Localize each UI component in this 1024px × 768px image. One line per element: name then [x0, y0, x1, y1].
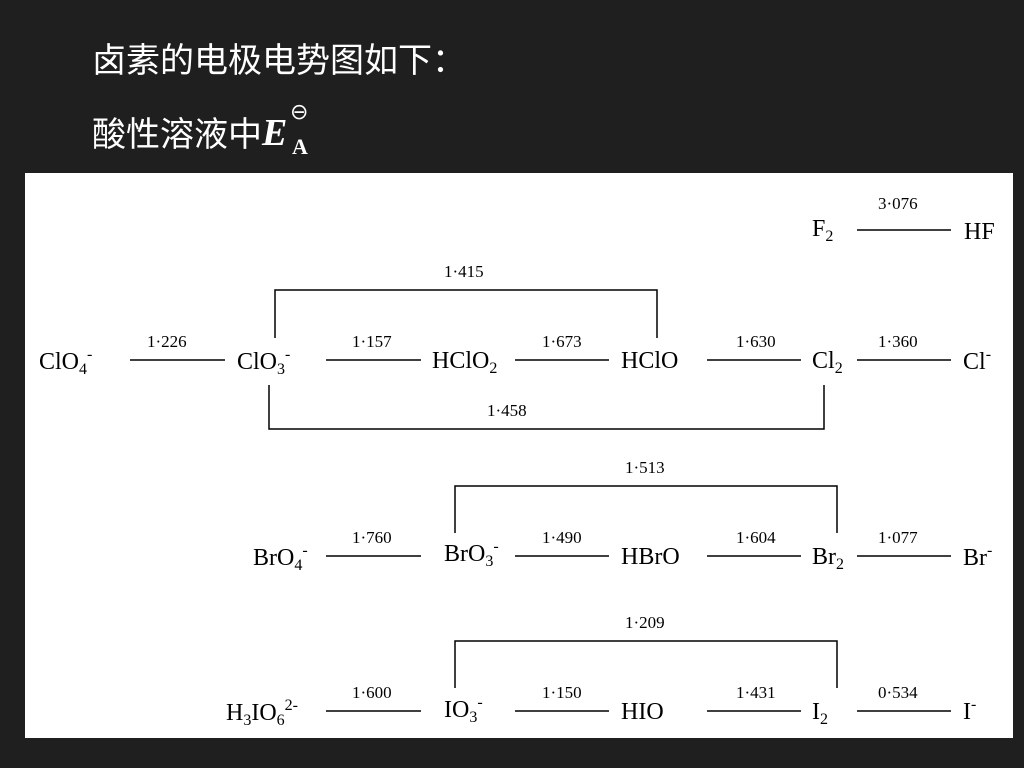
potential-hio-i2: 1·431: [736, 683, 776, 702]
species-h3io6: H3IO62-: [226, 697, 298, 729]
species-hclo2: HClO2: [432, 348, 498, 377]
species-hf: HF: [964, 219, 995, 245]
symbol-subscript-a: A: [292, 134, 308, 159]
heading-line-2-prefix: 酸性溶液中: [92, 115, 262, 155]
potential-clo3-hclo2: 1·157: [352, 332, 392, 351]
standard-potential-symbol: E⊖ A: [262, 102, 314, 158]
bracket-io3-i2: [454, 640, 838, 688]
potential-cl2-clm: 1·360: [878, 332, 918, 351]
species-hbro: HBrO: [621, 544, 680, 570]
potential-f2-hf: 3·076: [878, 194, 918, 213]
species-clo3: ClO3-: [237, 346, 291, 378]
potential-clo3-hclo-bracket: 1·415: [444, 262, 484, 281]
potential-bro3-hbro: 1·490: [542, 528, 582, 547]
potential-hclo-cl2: 1·630: [736, 332, 776, 351]
diagram-lines: [130, 229, 951, 712]
potential-hbro-br2: 1·604: [736, 528, 776, 547]
potential-io3-hio: 1·150: [542, 683, 582, 702]
species-clo4: ClO4-: [39, 346, 93, 378]
potential-clo4-clo3: 1·226: [147, 332, 187, 351]
species-i2: I2: [812, 699, 828, 728]
potential-i2-im: 0·534: [878, 683, 918, 702]
potential-bro4-bro3: 1·760: [352, 528, 392, 547]
species-cl-minus: Cl-: [963, 346, 992, 375]
species-io3: IO3-: [444, 694, 483, 726]
potential-bro3-br2-bracket: 1·513: [625, 458, 665, 477]
species-hio: HIO: [621, 699, 664, 725]
potential-clo3-cl2-bracket: 1·458: [487, 401, 527, 420]
species-br2: Br2: [812, 544, 844, 573]
bracket-bro3-br2: [454, 485, 838, 533]
species-hclo: HClO: [621, 348, 679, 374]
bracket-clo3-cl2: [268, 385, 825, 430]
species-bro4: BrO4-: [253, 542, 308, 574]
potential-hclo2-hclo: 1·673: [542, 332, 582, 351]
potential-br2-brm: 1·077: [878, 528, 918, 547]
species-bro3: BrO3-: [444, 538, 499, 570]
standard-state-icon: ⊖: [290, 100, 309, 125]
heading-line-1: 卤素的电极电势图如下：: [92, 41, 466, 81]
species-br-minus: Br-: [963, 542, 993, 571]
potential-io3-i2-bracket: 1·209: [625, 613, 665, 632]
species-f2: F2: [812, 216, 834, 245]
species-cl2: Cl2: [812, 348, 843, 377]
potential-h3io6-io3: 1·600: [352, 683, 392, 702]
symbol-e: E: [262, 112, 288, 154]
potential-diagram-panel: F2 HF ClO4- ClO3- HClO2 HClO Cl2 Cl- BrO…: [25, 173, 1013, 738]
bracket-clo3-hclo: [274, 289, 658, 338]
species-i-minus: I-: [963, 696, 977, 725]
